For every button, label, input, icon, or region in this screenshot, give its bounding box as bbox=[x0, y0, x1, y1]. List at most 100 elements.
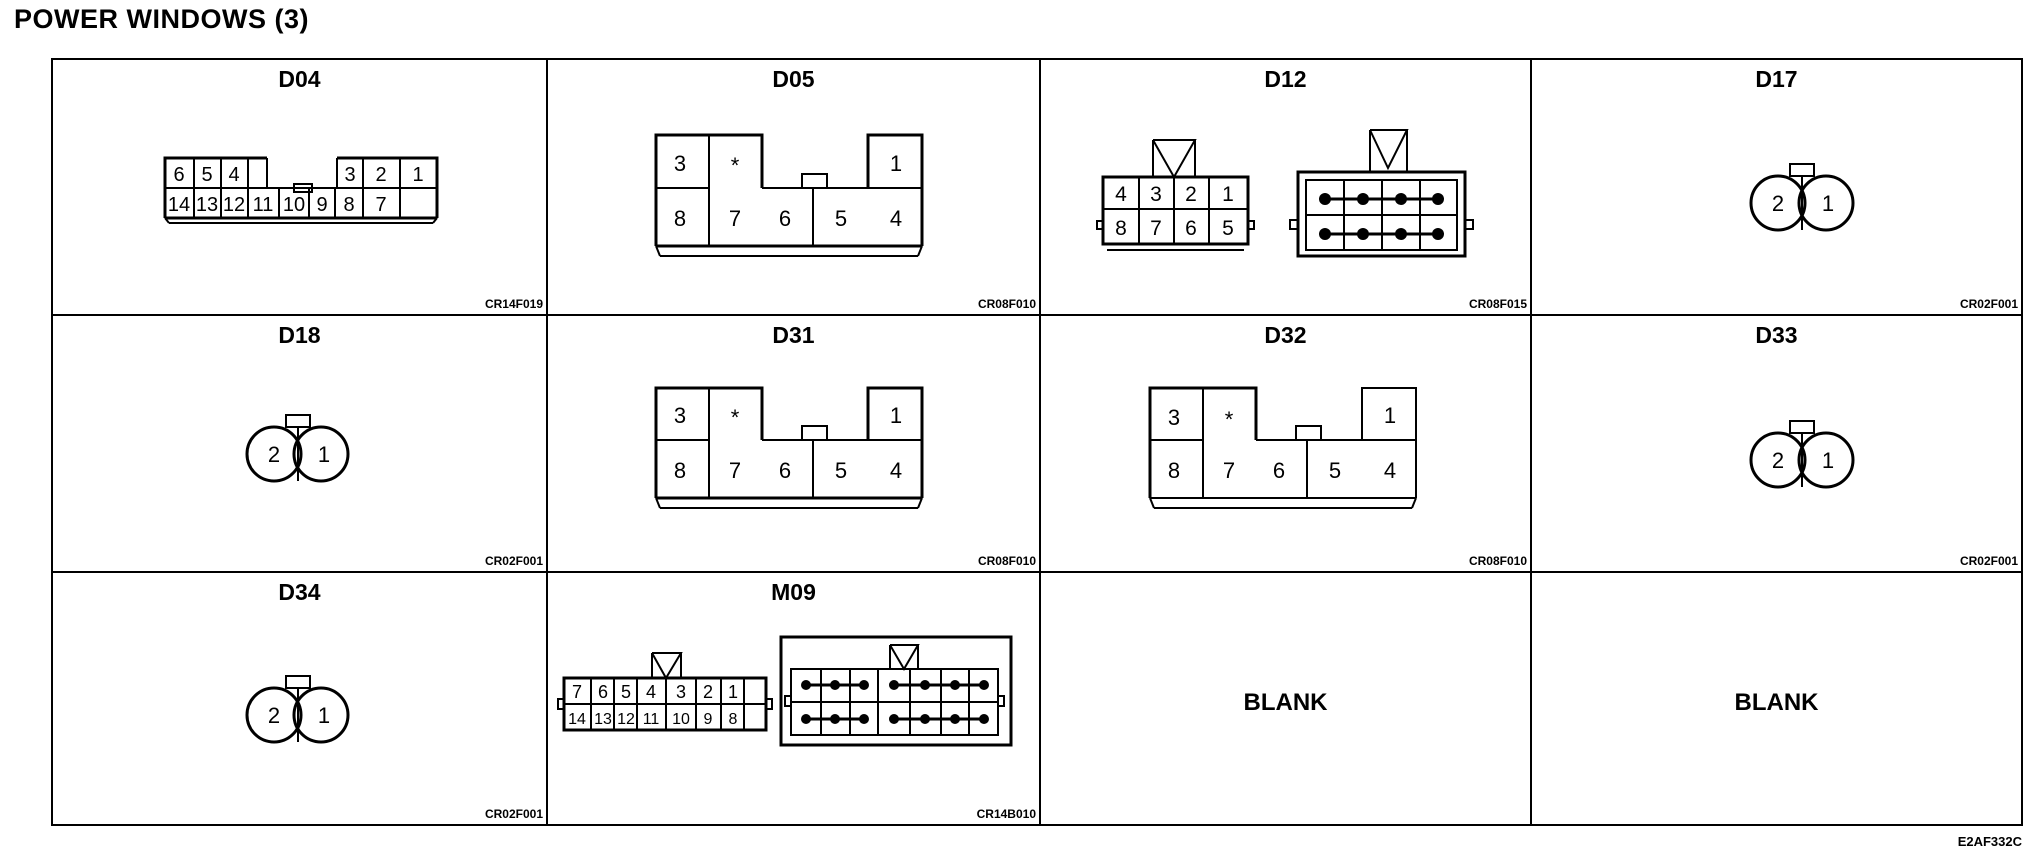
pin-label: 1 bbox=[318, 442, 330, 467]
connector-title: D33 bbox=[1755, 322, 1798, 348]
pin-label: 8 bbox=[343, 194, 354, 216]
pin-label: 4 bbox=[890, 458, 902, 483]
pin-label: 2 bbox=[268, 442, 280, 467]
pin-label: 13 bbox=[594, 711, 612, 728]
pin-label: 7 bbox=[1223, 458, 1235, 483]
connector-title: D17 bbox=[1755, 66, 1798, 92]
pin-label: 1 bbox=[1822, 191, 1834, 216]
pin-label: 7 bbox=[1150, 217, 1162, 240]
connector-m09-diagram: 7 6 5 4 3 2 1 14 13 12 11 10 9 8 bbox=[557, 635, 1013, 747]
pin-label: 12 bbox=[223, 194, 245, 216]
connector-cell-d04: D04 bbox=[53, 60, 548, 316]
pin-label: 2 bbox=[1772, 448, 1784, 473]
pin-label: 3 bbox=[676, 682, 686, 702]
pin-label: 5 bbox=[835, 206, 847, 231]
pin-label: 5 bbox=[835, 458, 847, 483]
connector-cell-d12: D12 bbox=[1041, 60, 1532, 316]
pin-label: 3 bbox=[674, 151, 686, 176]
pin-label: 9 bbox=[316, 194, 327, 216]
pin-label: 5 bbox=[621, 682, 631, 702]
pin-label: * bbox=[1225, 407, 1234, 432]
pin-label: 14 bbox=[168, 194, 190, 216]
pin-label: 4 bbox=[228, 164, 239, 186]
blank-cell: BLANK bbox=[1532, 573, 2021, 824]
pin-label: 1 bbox=[890, 403, 902, 428]
pin-label: 5 bbox=[1329, 458, 1341, 483]
pin-label: 5 bbox=[1222, 217, 1234, 240]
pin-label: 14 bbox=[568, 711, 586, 728]
connector-cell-m09: M09 bbox=[548, 573, 1041, 824]
connector-d34-diagram: 2 1 bbox=[245, 675, 350, 744]
pin-label: 5 bbox=[201, 164, 212, 186]
connector-title: D31 bbox=[772, 322, 815, 348]
pin-label: 1 bbox=[1822, 448, 1834, 473]
part-code: CR02F001 bbox=[484, 554, 543, 568]
connector-title: D34 bbox=[278, 579, 321, 605]
pin-label: 7 bbox=[729, 206, 741, 231]
pin-label: 8 bbox=[729, 711, 738, 728]
pin-label: 11 bbox=[643, 711, 660, 728]
part-code: CR14B010 bbox=[976, 807, 1036, 821]
pin-label: 2 bbox=[375, 164, 386, 186]
pin-label: 7 bbox=[729, 458, 741, 483]
connector-d18-diagram: 2 1 bbox=[245, 414, 350, 483]
pin-label: 2 bbox=[1185, 183, 1197, 206]
connector-cell-d31: D31 3 * 1 8 7 6 bbox=[548, 316, 1041, 573]
blank-cell: BLANK bbox=[1041, 573, 1532, 824]
pin-label: 3 bbox=[1150, 183, 1162, 206]
pin-label: 7 bbox=[572, 682, 582, 702]
pin-label: 6 bbox=[598, 682, 608, 702]
connector-title: D12 bbox=[1264, 66, 1307, 92]
pin-label: 12 bbox=[617, 711, 635, 728]
pin-label: 4 bbox=[1115, 183, 1127, 206]
connector-d12-diagram: 4 3 2 1 8 7 6 5 bbox=[1096, 129, 1474, 258]
pin-label: 2 bbox=[703, 682, 713, 702]
pin-label: 8 bbox=[674, 458, 686, 483]
connector-d05-diagram: 3 * 1 8 7 6 5 4 bbox=[654, 133, 924, 257]
pin-label: 10 bbox=[283, 194, 305, 216]
pin-label: 6 bbox=[1273, 458, 1285, 483]
pin-label: 3 bbox=[1168, 405, 1180, 430]
blank-label: BLANK bbox=[1734, 689, 1819, 716]
figure-code: E2AF332C bbox=[1957, 834, 2022, 849]
part-code: CR08F015 bbox=[1468, 297, 1527, 311]
pin-label: 4 bbox=[890, 206, 902, 231]
pin-label: 6 bbox=[1185, 217, 1197, 240]
pin-label: 8 bbox=[1115, 217, 1127, 240]
pin-label: 7 bbox=[375, 194, 386, 216]
connector-cell-d05: D05 3 * 1 8 7 6 bbox=[548, 60, 1041, 316]
pin-label: 3 bbox=[674, 403, 686, 428]
part-code: CR02F001 bbox=[1959, 554, 2018, 568]
connector-title: D04 bbox=[278, 66, 321, 92]
pin-label: 9 bbox=[704, 711, 713, 728]
pin-label: 2 bbox=[268, 703, 280, 728]
pin-label: 8 bbox=[674, 206, 686, 231]
pin-label: * bbox=[731, 405, 740, 430]
connector-grid: D04 bbox=[51, 58, 2023, 826]
pin-label: 4 bbox=[1384, 458, 1396, 483]
connector-cell-d32: D32 3 * 1 8 7 6 bbox=[1041, 316, 1532, 573]
pin-label: * bbox=[731, 153, 740, 178]
connector-cell-d33: D33 2 1 CR02F001 bbox=[1532, 316, 2021, 573]
pin-label: 2 bbox=[1772, 191, 1784, 216]
pin-label: 10 bbox=[672, 711, 690, 728]
blank-label: BLANK bbox=[1243, 689, 1328, 716]
pin-label: 1 bbox=[728, 682, 738, 702]
page-title: POWER WINDOWS (3) bbox=[14, 4, 309, 34]
part-code: CR08F010 bbox=[1468, 554, 1527, 568]
connector-title: D32 bbox=[1264, 322, 1307, 348]
pin-label: 11 bbox=[253, 194, 274, 216]
part-code: CR08F010 bbox=[977, 554, 1036, 568]
connector-cell-d17: D17 2 1 CR02F001 bbox=[1532, 60, 2021, 316]
connector-cell-d34: D34 2 1 CR02F001 bbox=[53, 573, 548, 824]
pin-label: 8 bbox=[1168, 458, 1180, 483]
pin-label: 3 bbox=[344, 164, 355, 186]
connector-d04-diagram: 6 5 4 3 2 1 14 13 12 11 10 9 8 7 bbox=[163, 156, 439, 224]
pin-label: 6 bbox=[779, 458, 791, 483]
pin-label: 6 bbox=[779, 206, 791, 231]
connector-title: M09 bbox=[771, 579, 816, 605]
connector-title: D18 bbox=[278, 322, 321, 348]
connector-d17-diagram: 2 1 bbox=[1749, 163, 1855, 232]
part-code: CR14F019 bbox=[484, 297, 543, 311]
pin-label: 1 bbox=[1222, 183, 1234, 206]
